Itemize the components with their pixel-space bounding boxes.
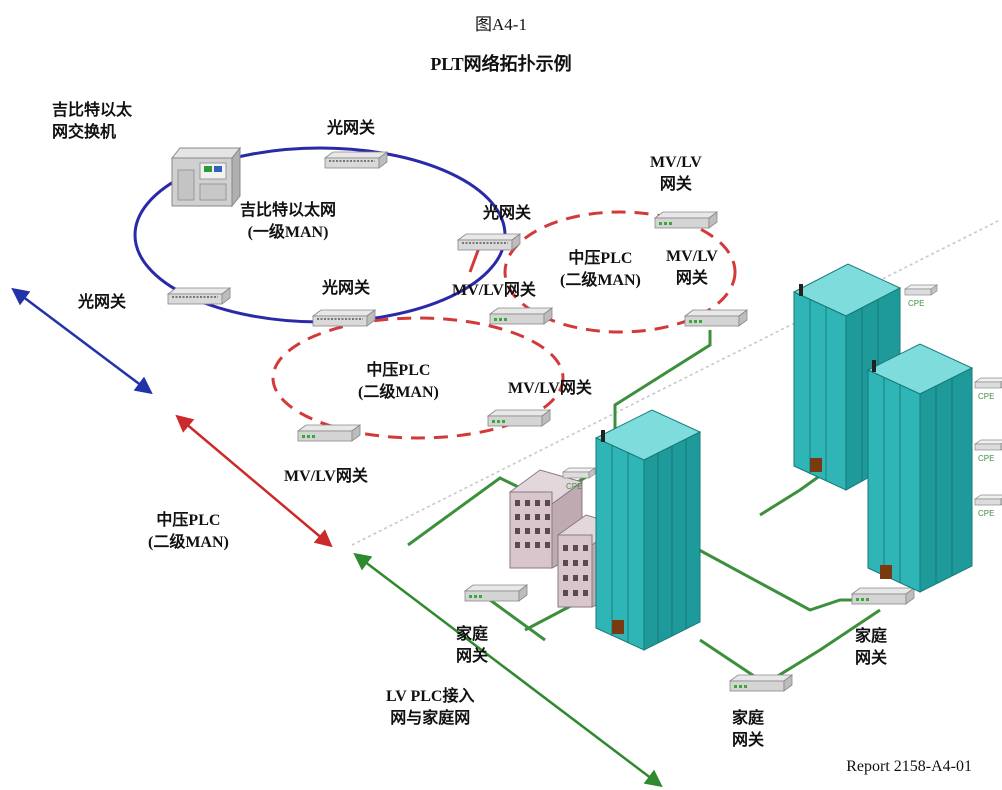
boundary-line	[351, 219, 1001, 546]
figure-number: 图A4-1	[475, 15, 527, 34]
mvlv-gateway-lower-left	[297, 424, 361, 442]
mvlv-gateway-label: MV/LV网关	[452, 282, 536, 299]
home-gateway-left	[464, 584, 528, 602]
mv-plc-level-arrow	[175, 414, 333, 548]
home-gateway-right	[851, 587, 915, 605]
mvlv-gateway-lower-right	[487, 409, 551, 427]
optical-gateway-label: 光网关	[322, 280, 371, 297]
cpe-label: CPE	[978, 509, 995, 518]
mvlv-gateway-label: MV/LV 网关	[650, 154, 702, 193]
optical-gateway-label: 光网关	[327, 120, 376, 137]
figure-title: PLT网络拓扑示例	[430, 54, 572, 74]
report-reference: Report 2158-A4-01	[846, 758, 972, 775]
mvlv-gateway-upper-left	[489, 307, 553, 325]
optical-gateway-right	[457, 233, 521, 251]
mv-plc-ring-label: 中压PLC (二级MAN)	[560, 250, 641, 289]
optical-gateway-top	[324, 151, 388, 169]
cpe-device	[974, 494, 1002, 506]
optical-gateway-left	[167, 287, 231, 305]
home-gateway-label: 家庭 网关	[855, 628, 888, 667]
cpe-label: CPE	[978, 454, 995, 463]
mv-plc-ring-label: 中压PLC (二级MAN)	[358, 362, 439, 401]
mv-plc-ring-upper	[503, 210, 737, 334]
optical-gateway-bottom	[312, 309, 376, 327]
cpe-device	[562, 467, 596, 479]
office-tower-right-front	[866, 343, 974, 593]
office-tower-center	[594, 409, 702, 651]
mv-plc-level-label: 中压PLC (二级MAN)	[148, 512, 229, 551]
mvlv-gateway-label: MV/LV网关	[284, 468, 368, 485]
home-gateway-label: 家庭 网关	[456, 626, 489, 665]
gigabit-switch-label: 吉比特以太 网交换机	[52, 102, 133, 141]
cpe-label: CPE	[908, 299, 925, 308]
mvlv-gateway-top-right	[654, 211, 718, 229]
optical-gateway-label: 光网关	[78, 294, 127, 311]
lv-plc-level-arrow	[353, 552, 663, 788]
gigabit-switch-icon	[170, 146, 242, 208]
home-gateway-bottom	[729, 674, 793, 692]
cpe-device	[974, 439, 1002, 451]
cpe-device	[974, 377, 1002, 389]
gigabit-ring-label: 吉比特以太网 (一级MAN)	[240, 202, 337, 241]
cpe-device	[904, 284, 938, 296]
mvlv-gateway-label: MV/LV 网关	[666, 248, 718, 287]
cpe-label: CPE	[566, 482, 583, 491]
mv-plc-ring-lower	[271, 316, 565, 440]
lv-plc-access-label: LV PLC接入 网与家庭网	[386, 688, 475, 727]
cpe-label: CPE	[978, 392, 995, 401]
mvlv-gateway-upper-right	[684, 309, 748, 327]
home-gateway-label: 家庭 网关	[732, 710, 765, 749]
mvlv-gateway-label: MV/LV网关	[508, 380, 592, 397]
gigabit-level-arrow	[11, 287, 153, 395]
optical-gateway-label: 光网关	[483, 205, 532, 222]
